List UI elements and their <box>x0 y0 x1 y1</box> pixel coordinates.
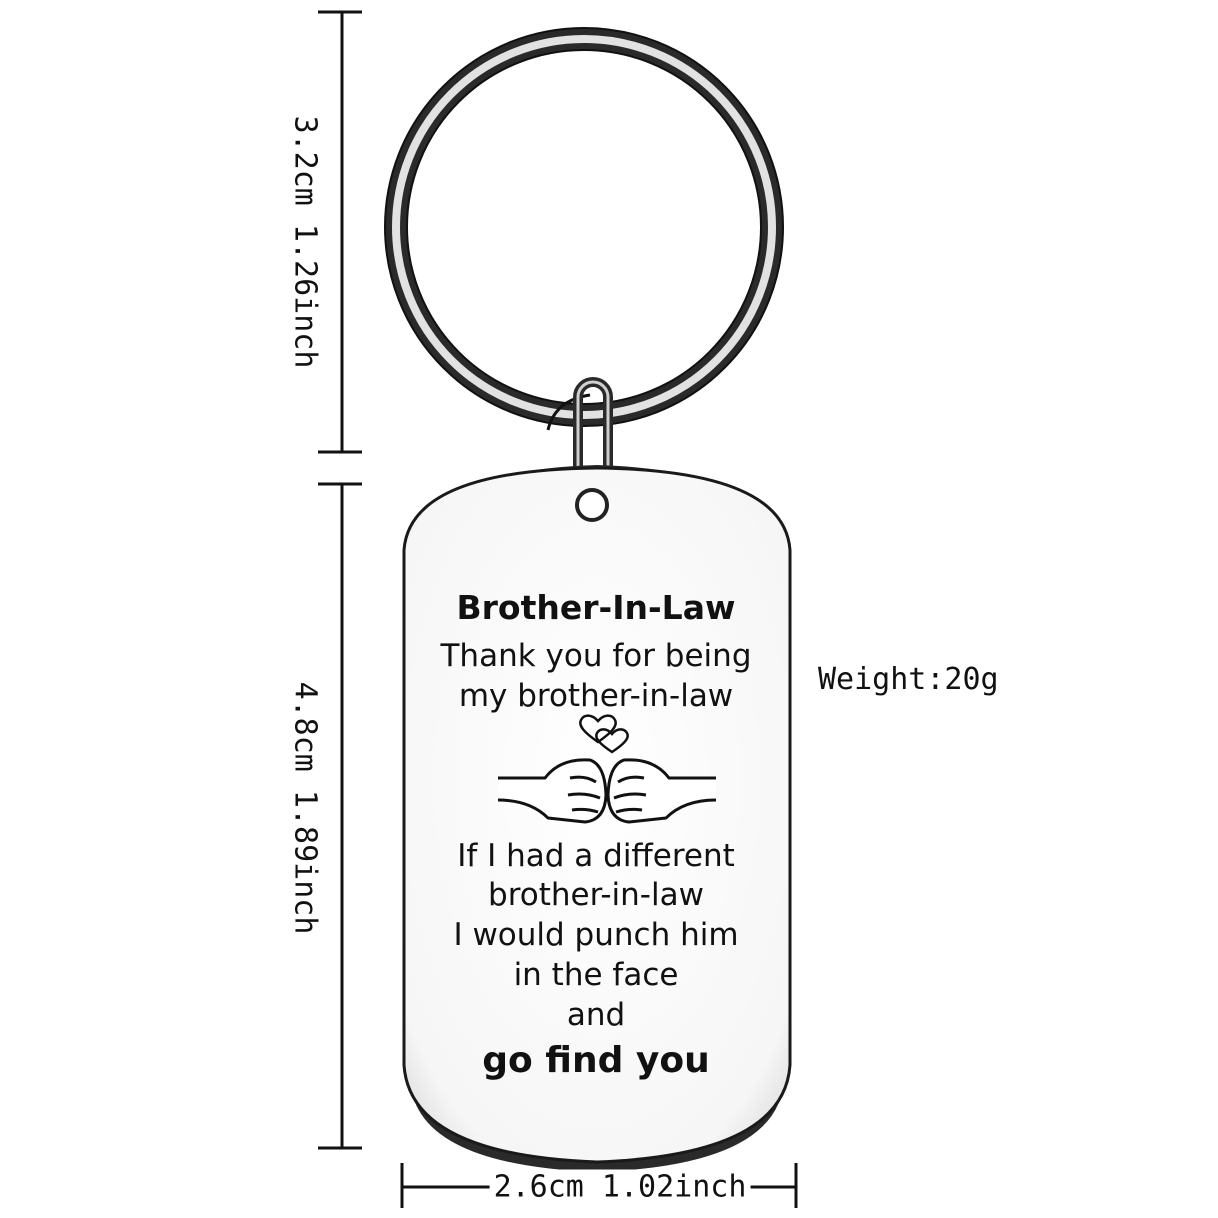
split-ring <box>384 27 784 431</box>
fist-bump-icon <box>497 758 717 824</box>
engraving-line: in the face <box>513 957 679 993</box>
heart-icon <box>579 714 629 754</box>
ring-height-dimension <box>318 10 362 454</box>
engraving-line: If I had a different <box>457 838 735 874</box>
engraving-closing: go find you <box>482 1040 710 1081</box>
weight-label: Weight:20g <box>818 662 999 697</box>
engraving-line: my brother-in-law <box>458 678 734 714</box>
engraving-line: I would punch him <box>453 917 739 953</box>
engraving-line: Thank you for being <box>440 638 752 674</box>
tag-height-label: 4.8cm 1.89inch <box>287 681 323 935</box>
ring-height-label: 3.2cm 1.26inch <box>287 115 323 369</box>
tag-height-dimension <box>318 482 362 1150</box>
engraving-line: brother-in-law <box>488 877 704 913</box>
tag-width-label: 2.6cm 1.02inch <box>489 1169 751 1205</box>
engraving-title: Brother-In-Law <box>456 588 736 627</box>
engraving-line: and <box>566 997 626 1033</box>
